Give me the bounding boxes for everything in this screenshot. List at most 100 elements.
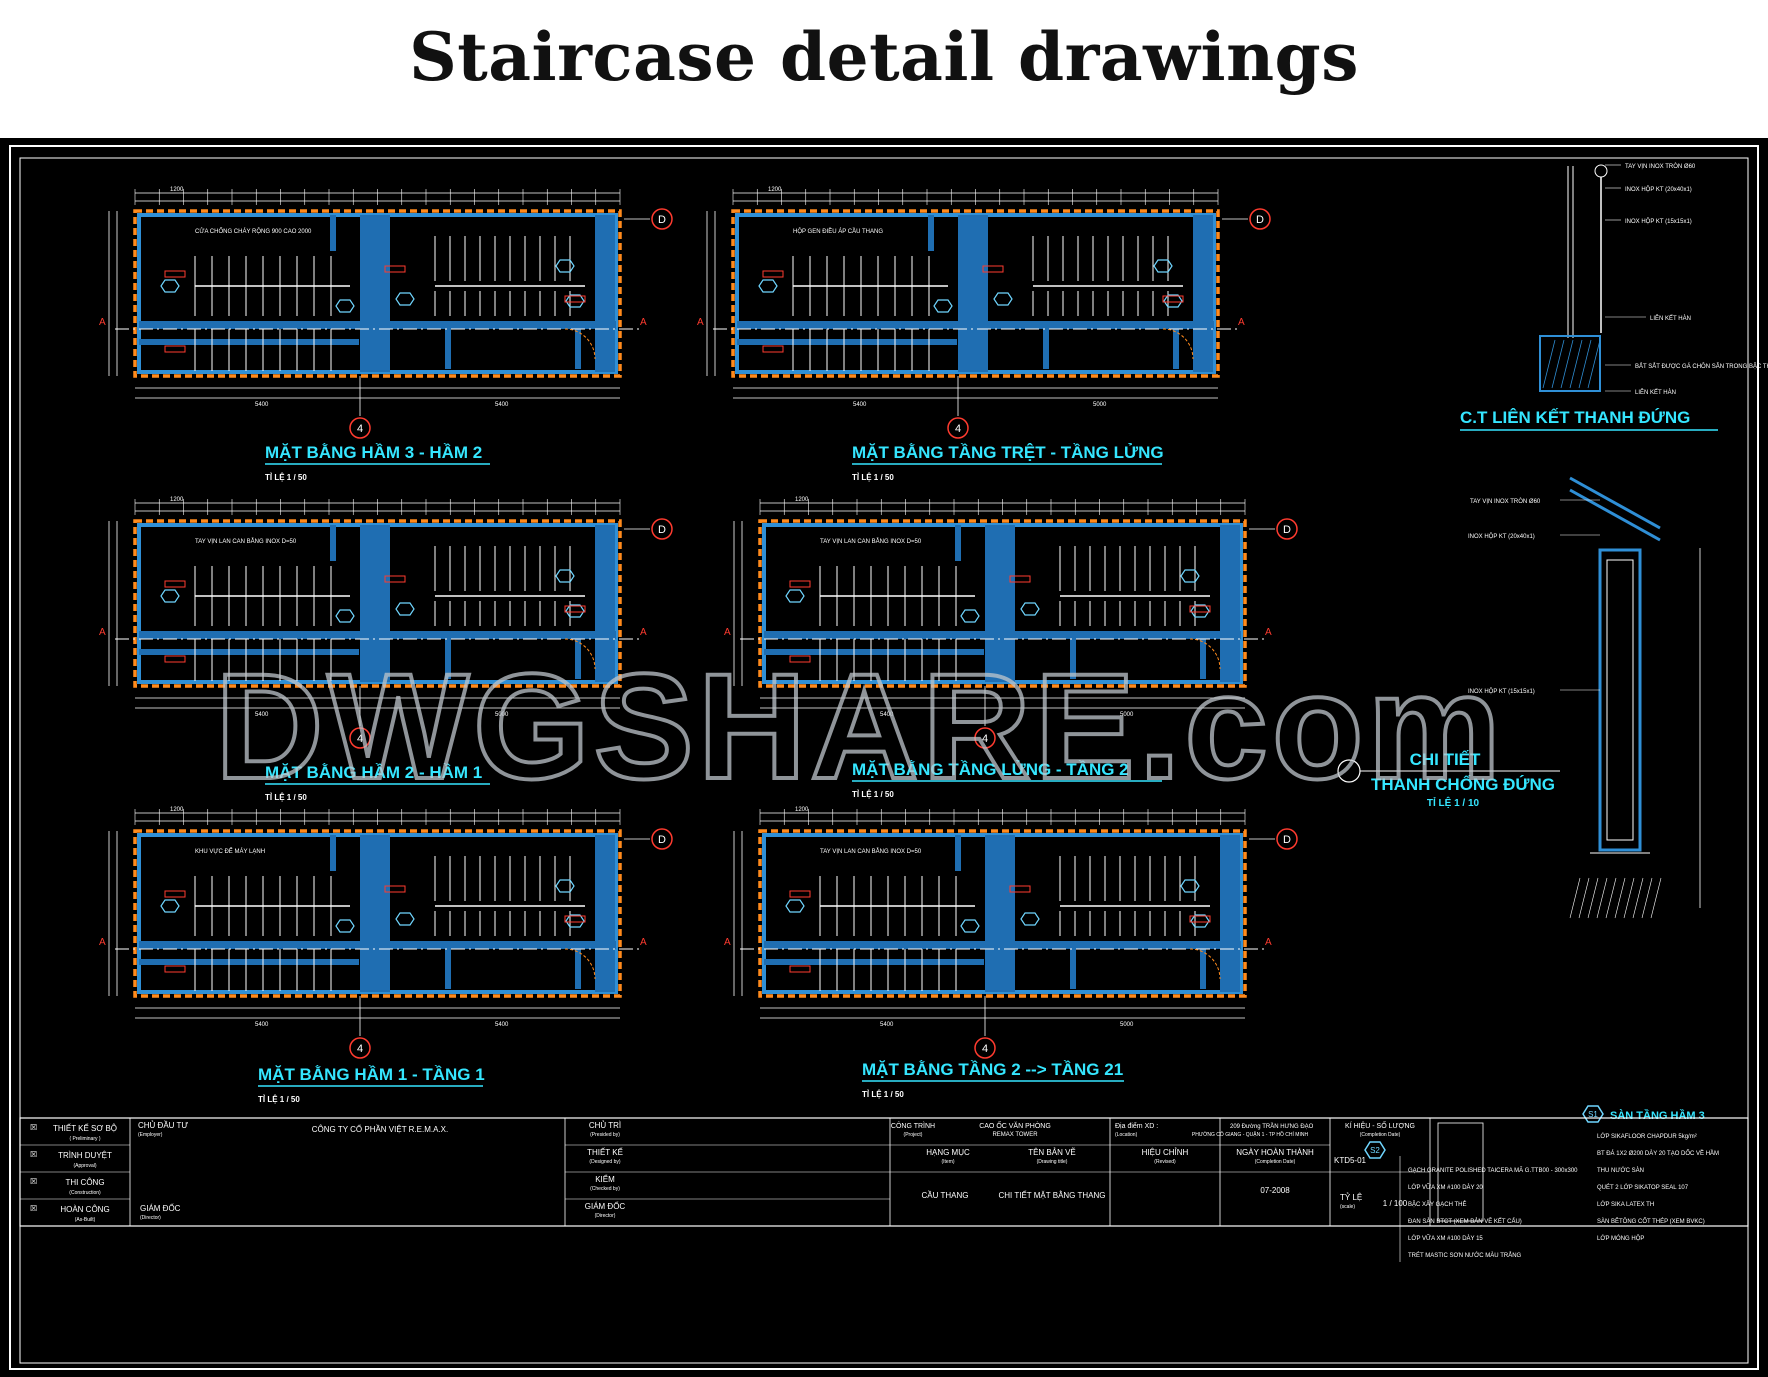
axis-marker-column-icon (349, 1037, 371, 1059)
title-block-text: NGÀY HOÀN THÀNH (1236, 1148, 1314, 1157)
section-mark-right: A (640, 317, 647, 328)
level-marker (384, 885, 406, 893)
title-block-text: CÔNG TY CỔ PHẦN VIỆT R.E.M.A.X. (312, 1124, 448, 1134)
detail-note: INOX HỘP KT (15x15x1) (1468, 688, 1535, 695)
room-tag-icon (758, 279, 778, 293)
plan-note: TAY VỊN LAN CAN BẰNG INOX D=50 (195, 537, 297, 545)
axis-marker-column: 4 (357, 1043, 363, 1055)
plan-title: MẶT BẰNG HẦM 1 - TẦNG 1 (258, 1065, 485, 1084)
legend-s2-tag: S2 (1370, 1146, 1380, 1155)
level-marker (384, 265, 406, 273)
title-block-text: 209 Đường TRẦN HƯNG ĐẠO (1230, 1123, 1314, 1130)
title-block-text: Địa điểm XD : (1115, 1122, 1158, 1130)
room-tag-icon (395, 292, 415, 306)
plan-boundary (758, 829, 1247, 998)
level-marker (762, 270, 784, 278)
page-title: Staircase detail drawings (409, 18, 1359, 96)
wall-lower (764, 959, 984, 965)
legend-s1-item: QUÉT 2 LỚP SIKATOP SEAL 107 (1597, 1184, 1689, 1191)
title-block-text: (Completion Date) (1255, 1159, 1296, 1165)
axis-marker-row: D (658, 834, 666, 846)
wall-partition (139, 941, 616, 949)
title-block-text: CÔNG TRÌNH (891, 1121, 935, 1130)
title-block-text: (Employer) (138, 1132, 163, 1138)
baluster-outer (1598, 548, 1642, 852)
wall-lower (139, 339, 359, 345)
level-marker (1009, 885, 1031, 893)
door-swing (1189, 638, 1221, 670)
section-mark-right: A (1265, 937, 1272, 948)
title-block-text: (Revised) (1154, 1159, 1176, 1165)
hatch-line (1569, 877, 1581, 919)
sheet-inner-frame (19, 157, 1749, 1364)
title-block-text: (Presided by) (590, 1132, 620, 1138)
hatch-line (1542, 339, 1556, 389)
legend-s2-item: BẬC XÂY GẠCH THẺ (1408, 1201, 1466, 1208)
wall-stub (330, 835, 336, 871)
level-marker (164, 580, 186, 588)
plan-boundary (133, 829, 622, 998)
detail-note: TAY VỊN INOX TRÒN Ø60 (1470, 498, 1541, 505)
axis-marker-column: 4 (357, 733, 363, 745)
door-swing (564, 638, 596, 670)
wall-stub (445, 639, 451, 679)
hatch-line (1641, 877, 1653, 919)
detail-note: TAY VỊN INOX TRÒN Ø60 (1625, 163, 1696, 170)
dimension-label: 1200 (170, 187, 184, 193)
wall-core (985, 525, 1015, 682)
axis-marker-row: D (1256, 214, 1264, 226)
wall-partition (139, 321, 616, 329)
title-block-stamp (1437, 1122, 1484, 1222)
hatch-line (1587, 339, 1601, 389)
wall-core (958, 215, 988, 372)
level-marker (789, 580, 811, 588)
detail-bar-title-2: THANH CHỐNG ĐỨNG (1371, 774, 1555, 794)
axis-marker-row-icon (651, 518, 673, 540)
dimension-label: 1200 (768, 187, 782, 193)
detail-note: INOX HỘP KT (15x15x1) (1625, 218, 1692, 225)
level-marker (1009, 575, 1031, 583)
room-tag-icon (395, 912, 415, 926)
room-tag-icon (565, 914, 585, 928)
title-block-text: HẠNG MỤC (926, 1148, 970, 1157)
wall-stub (928, 215, 934, 251)
axis-marker-column-icon (974, 1037, 996, 1059)
level-marker (164, 270, 186, 278)
plan-scale: TỈ LỆ 1 / 50 (852, 473, 894, 482)
axis-marker-row: D (658, 214, 666, 226)
detail-note: LIÊN KẾT HÀN (1650, 314, 1691, 322)
title-block-text: CHI TIẾT MẶT BẰNG THANG (999, 1190, 1106, 1200)
detail-bar-title-1: CHI TIẾT (1410, 750, 1481, 769)
section-mark-left: A (724, 627, 731, 638)
axis-marker-row-icon (651, 208, 673, 230)
dimension-label: 5400 (255, 712, 269, 718)
room-tag-icon (1153, 259, 1173, 273)
title-block-text: (Designed by) (589, 1159, 620, 1165)
room-tag-icon (993, 292, 1013, 306)
detail-connection-title: C.T LIÊN KẾT THANH ĐỨNG (1460, 408, 1690, 427)
room-tag-icon (160, 899, 180, 913)
title-block-text: 07-2008 (1260, 1186, 1290, 1195)
wall-stub (1070, 949, 1076, 989)
room-tag-icon (785, 589, 805, 603)
level-marker (789, 965, 811, 973)
room-tag-icon (1190, 914, 1210, 928)
legend-s1-tag-icon (1582, 1105, 1604, 1123)
axis-marker-row: D (658, 524, 666, 536)
wall-stub (1200, 949, 1206, 989)
room-tag-icon (960, 609, 980, 623)
dimension-label: 5400 (880, 712, 894, 718)
title-block-text: (Location) (1115, 1132, 1138, 1138)
hatch-line (1578, 877, 1590, 919)
title-block-text: (Project) (904, 1132, 923, 1138)
door-swing (564, 328, 596, 360)
room-tag-icon (1190, 604, 1210, 618)
title-block-text: REMAX TOWER (992, 1132, 1038, 1138)
wall-stub (1173, 329, 1179, 369)
hatch-line (1614, 877, 1626, 919)
door-swing (564, 948, 596, 980)
